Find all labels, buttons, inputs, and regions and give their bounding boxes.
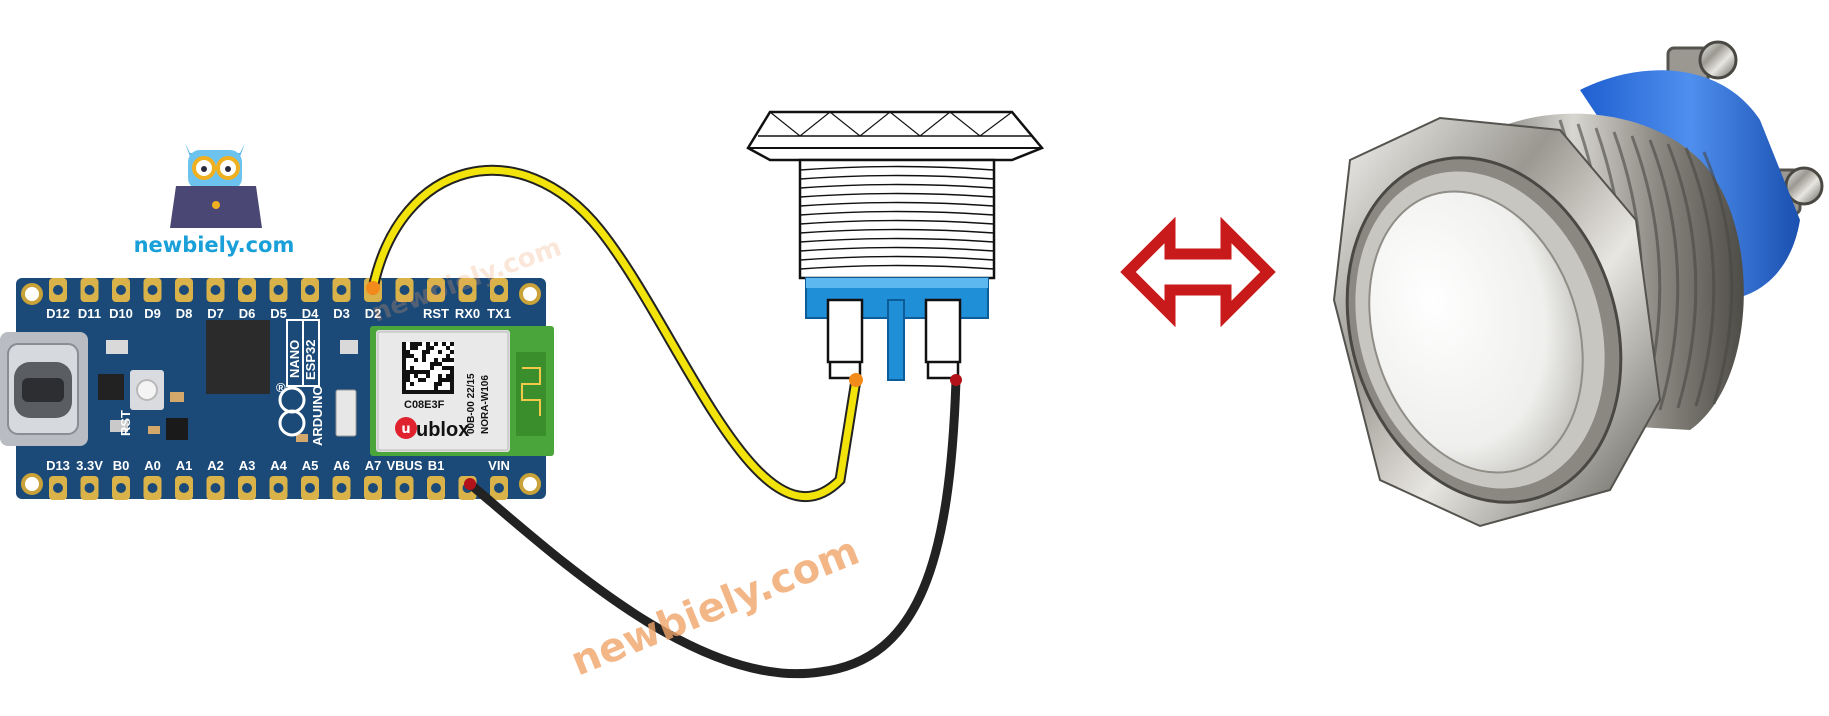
d2-connection-dot [366, 281, 380, 295]
mounting-hole [519, 283, 541, 305]
bottom-pin-label: D13 [46, 458, 70, 473]
bottom-pin-labels: D13 3.3V B0 A0 A1 A2 A3 A4 A5 A6 A7 VBUS B1 VIN [46, 458, 510, 473]
bottom-pin-label: A6 [333, 458, 350, 473]
model-line1: NANO [287, 340, 302, 378]
double-arrow-icon [1120, 216, 1276, 328]
datamatrix-code [402, 342, 454, 394]
bottom-pin-label: A7 [365, 458, 382, 473]
microcontroller-chip [206, 320, 270, 394]
top-pin-label: D3 [333, 306, 350, 321]
top-pin-label: D11 [78, 306, 101, 321]
top-pin-label: D12 [46, 306, 70, 321]
button-signal-dot [849, 373, 863, 387]
bottom-pin-label: A1 [176, 458, 193, 473]
model-line2: ESP32 [303, 340, 318, 380]
bottom-watermark: newbiely.com [565, 528, 866, 685]
smd-component [148, 426, 160, 434]
bottom-pin-label: A4 [270, 458, 287, 473]
top-pin-label: D2 [365, 306, 382, 321]
bottom-pin-label: B1 [428, 458, 445, 473]
smd-component [296, 434, 308, 442]
button-ground-dot [950, 374, 962, 386]
metal-push-button-photo [1332, 40, 1824, 528]
smd-component [166, 418, 188, 440]
top-header-pads [49, 278, 508, 302]
antenna [516, 352, 546, 436]
bottom-pin-label: 3.3V [76, 458, 103, 473]
ground-wire [465, 375, 961, 679]
usb-c-connector [0, 332, 88, 446]
thread-lines [799, 165, 995, 270]
logo-text: newbiely.com [134, 233, 295, 257]
top-pin-label: D7 [207, 306, 224, 321]
wires [366, 164, 962, 679]
bottom-pin-label: A3 [239, 458, 256, 473]
button-face [1368, 190, 1584, 474]
bottom-pin-label: VIN [488, 458, 510, 473]
terminal-left [826, 298, 864, 364]
smd-component [170, 392, 184, 402]
top-pin-label: D10 [109, 306, 133, 321]
module-line2: NORA-W106 [480, 375, 491, 434]
top-pin-labels: D12 D11 D10 D9 D8 D7 D6 D5 D4 D3 D2 RST RX0 TX1 [46, 306, 511, 321]
smd-component [340, 340, 358, 354]
arduino-wordmark: ARDUINO [310, 385, 325, 446]
module-code: C08E3F [404, 399, 445, 411]
mounting-hole [21, 473, 43, 495]
mounting-hole [21, 283, 43, 305]
board-model-badge: NANO ESP32 [286, 319, 320, 387]
bottom-pin-label: VBUS [386, 458, 422, 473]
terminal-right [924, 298, 962, 364]
top-pin-label: D6 [239, 306, 256, 321]
registered-mark: ® [276, 380, 286, 395]
ground-board-dot [464, 478, 476, 490]
owl-icon [185, 143, 245, 190]
bottom-pin-label: A2 [207, 458, 224, 473]
newbiely-logo: newbiely.com [134, 143, 295, 257]
terminal-middle [887, 299, 905, 381]
laptop-icon [170, 186, 262, 228]
module-line1: 00B-00 22/15 [466, 373, 477, 434]
smd-component [106, 340, 128, 354]
module-brand: ublox [416, 419, 469, 441]
mounting-hole [519, 473, 541, 495]
signal-wire-core [369, 166, 860, 500]
svg-text:u: u [401, 422, 410, 437]
ublox-module: C08E3F u ublox 00B-00 22/15 NORA-W106 [370, 326, 554, 456]
top-pin-label: D9 [144, 306, 161, 321]
smd-component [98, 374, 124, 400]
reset-button [130, 370, 164, 410]
rst-button-label: RST [118, 410, 133, 436]
bottom-pin-label: A0 [144, 458, 161, 473]
top-pin-label: RST [423, 306, 449, 321]
bottom-pin-label: A5 [302, 458, 319, 473]
top-pin-label: D8 [176, 306, 193, 321]
top-pin-label: D4 [302, 306, 319, 321]
smd-component [110, 420, 128, 432]
arduino-logo-icon [278, 386, 306, 437]
top-pin-label: TX1 [487, 306, 511, 321]
smd-component [335, 389, 357, 437]
top-pin-label: RX0 [455, 306, 480, 321]
bottom-pin-label: B0 [113, 458, 130, 473]
bottom-header-pads [49, 476, 508, 500]
top-pin-label: D5 [270, 306, 287, 321]
push-button-schematic [746, 110, 1045, 381]
ublox-logo-icon: u [395, 417, 417, 439]
